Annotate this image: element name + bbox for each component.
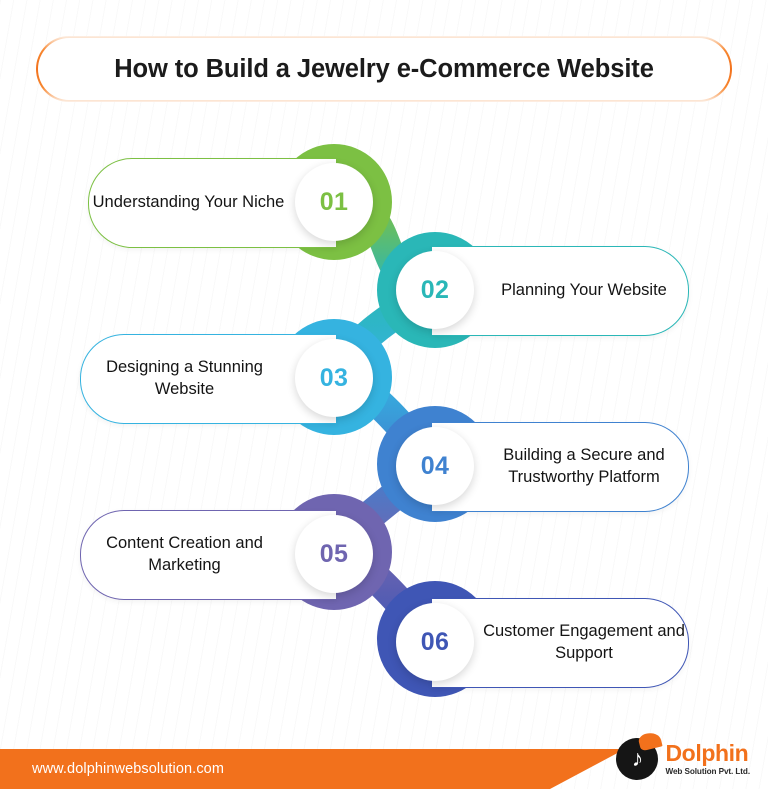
step-box-03[interactable]: Designing a Stunning Website [80,334,336,424]
step-label-05: Content Creation and Marketing [106,534,263,574]
step-circle-06[interactable]: 06 [396,603,474,681]
dolphin-icon: ♪ [616,730,664,780]
step-box-06[interactable]: Customer Engagement and Support [432,598,689,688]
step-circle-02[interactable]: 02 [396,251,474,329]
step-label-04: Building a Secure and Trustworthy Platfo… [503,446,665,486]
page-title: How to Build a Jewelry e-Commerce Websit… [114,54,654,83]
step-number-04: 04 [420,451,450,480]
step-number-03: 03 [319,363,349,392]
step-box-02[interactable]: Planning Your Website [432,246,689,336]
step-number-05: 05 [319,539,349,568]
step-circle-04[interactable]: 04 [396,427,474,505]
step-box-05[interactable]: Content Creation and Marketing [80,510,336,600]
logo-company-name: Dolphin [665,739,749,766]
page-title-container: How to Build a Jewelry e-Commerce Websit… [36,36,732,102]
step-circle-05[interactable]: 05 [295,515,373,593]
step-number-01: 01 [319,187,349,216]
step-label-01: Understanding Your Niche [92,193,285,212]
step-label-03: Designing a Stunning Website [106,358,263,398]
music-note-icon: ♪ [631,744,644,771]
step-box-04[interactable]: Building a Secure and Trustworthy Platfo… [432,422,689,512]
step-circle-01[interactable]: 01 [295,163,373,241]
company-logo[interactable]: ♪ Dolphin Web Solution Pvt. Ltd. [616,730,750,780]
step-number-02: 02 [420,275,450,304]
step-circle-03[interactable]: 03 [295,339,373,417]
step-label-02: Planning Your Website [501,281,667,300]
footer-website-url[interactable]: www.dolphinwebsolution.com [32,761,225,777]
logo-tagline: Web Solution Pvt. Ltd. [665,766,750,776]
footer-bar: www.dolphinwebsolution.com [0,749,625,789]
logo-text-block: Dolphin Web Solution Pvt. Ltd. [665,739,750,776]
page-title-inner: How to Build a Jewelry e-Commerce Websit… [38,38,730,100]
step-number-06: 06 [420,627,450,656]
step-box-01[interactable]: Understanding Your Niche [88,158,336,248]
step-label-06: Customer Engagement and Support [483,622,685,662]
